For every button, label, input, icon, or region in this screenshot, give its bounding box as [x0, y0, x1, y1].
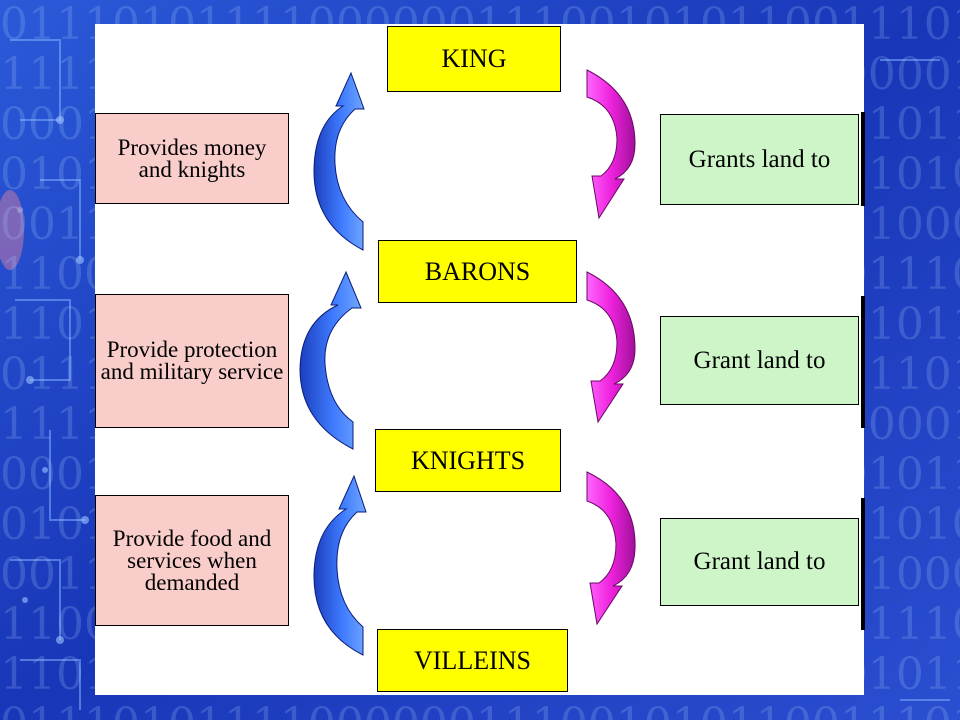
rank-box-king: KING [387, 26, 561, 92]
rank-label: VILLEINS [414, 645, 531, 675]
rank-box-villeins: VILLEINS [377, 629, 568, 692]
rank-box-knights: KNIGHTS [375, 429, 561, 492]
duty-label: Provide protection and military service [100, 337, 284, 384]
flow-arrows [299, 69, 636, 656]
duty-box: Provides money and knights [95, 113, 289, 204]
rank-label: KING [441, 44, 507, 73]
duty-label: Provide food and services when demanded [112, 525, 272, 595]
duty-arrow-up [299, 270, 362, 450]
rank-label: BARONS [424, 256, 531, 286]
box-edge-tab [861, 112, 865, 206]
grant-arrow-down [586, 271, 636, 424]
grant-label: Grant land to [693, 346, 826, 374]
box-edge-tab [861, 498, 865, 630]
box-edge-tab [861, 296, 865, 428]
feudal-system-diagram: KING BARONS KNIGHTS VILLEINS Provides mo… [95, 24, 864, 695]
duty-arrow-up [313, 71, 365, 251]
duty-label: Provides money and knights [117, 134, 267, 182]
grant-box: Grant land to [660, 518, 859, 606]
grant-box: Grants land to [660, 114, 859, 205]
duty-box: Provide food and services when demanded [95, 495, 289, 626]
grant-arrow-down [586, 69, 636, 220]
grant-box: Grant land to [660, 316, 859, 405]
rank-box-barons: BARONS [378, 240, 577, 303]
duty-arrow-up [313, 474, 367, 656]
grant-label: Grant land to [693, 548, 826, 575]
duty-box: Provide protection and military service [95, 294, 289, 428]
grant-arrow-down [586, 471, 636, 626]
rank-label: KNIGHTS [410, 445, 526, 475]
grant-label: Grants land to [688, 145, 831, 173]
